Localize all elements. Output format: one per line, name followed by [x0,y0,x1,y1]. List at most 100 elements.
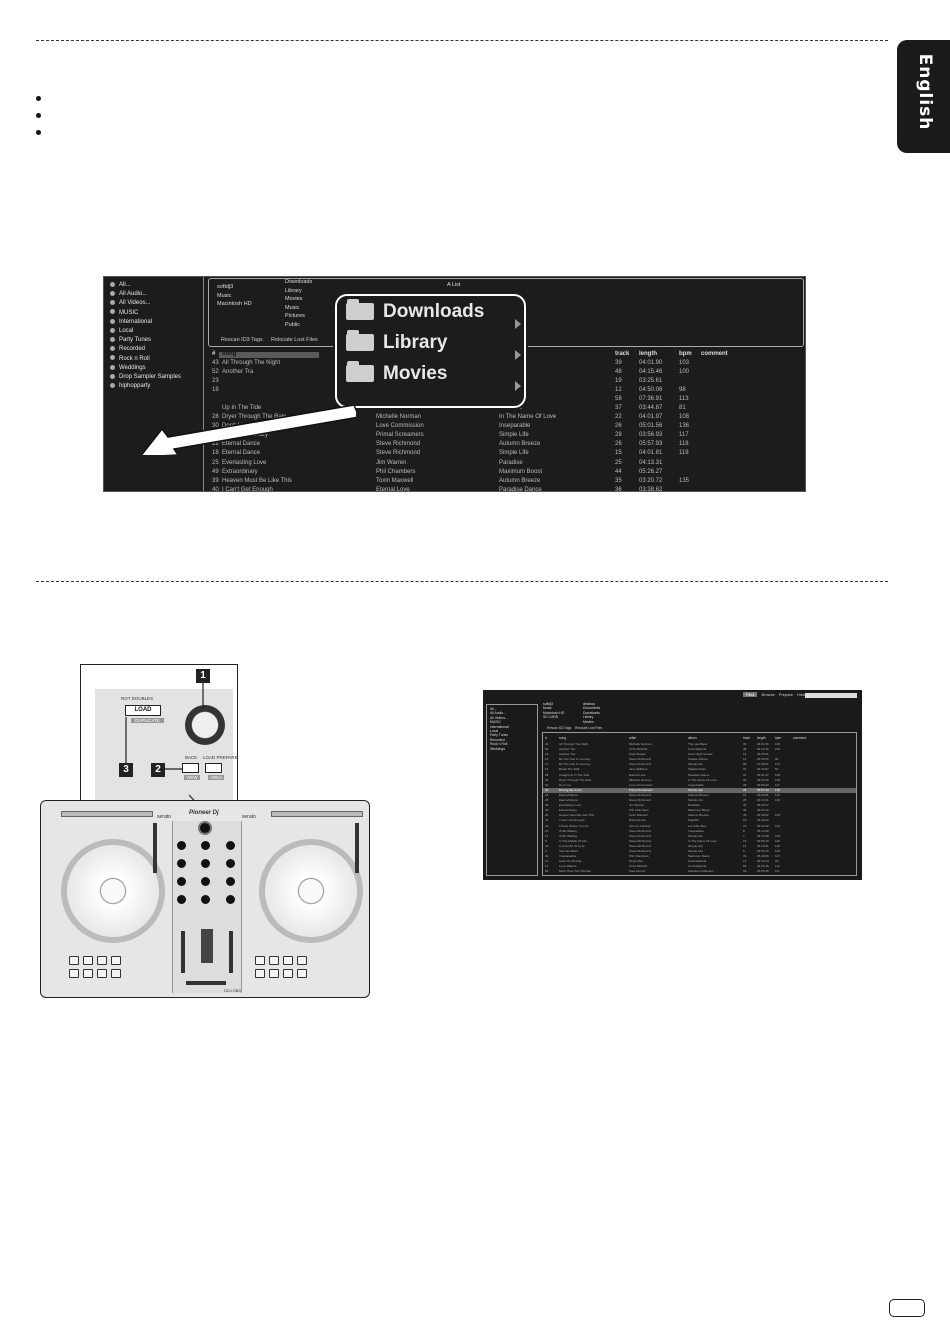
load-prepare-button[interactable] [205,763,222,773]
col-header[interactable]: comment [793,736,807,740]
crate-item[interactable]: All... [490,707,497,711]
crate-item[interactable]: All Audio... [490,711,507,716]
crate-item[interactable]: International [104,318,203,327]
col-header-length[interactable]: length [639,351,657,357]
tab-files[interactable]: Files [743,692,758,697]
col-header[interactable]: track [743,736,750,740]
tab-history[interactable]: History [797,692,810,697]
crate-item[interactable]: hiphopparty [104,382,203,391]
performance-pad[interactable] [269,969,279,978]
crate-item[interactable]: MUSIC [104,309,203,318]
browser-item[interactable]: Downloads [285,279,313,285]
left-pitch-fader[interactable] [153,823,157,873]
performance-pad[interactable] [255,969,265,978]
right-pitch-fader[interactable] [355,823,359,873]
eq-knob[interactable] [201,877,210,886]
crate-item[interactable]: All Audio... [104,290,203,299]
eq-knob[interactable] [226,841,235,850]
crate-item[interactable]: Local [104,327,203,336]
crossfader[interactable] [186,981,226,985]
col-header-comment[interactable]: comment [701,351,728,357]
browser-item[interactable]: SD CARD [543,715,559,720]
browser-item[interactable]: Library [285,287,302,294]
zoom-row[interactable]: Downloads [337,296,524,327]
zoom-row[interactable]: Library [337,327,524,358]
browser-item[interactable]: Downloads [583,710,600,715]
browser-item[interactable]: Macintosh HD [543,710,565,715]
browser-item[interactable]: Movies [583,719,594,724]
crate-item[interactable]: MUSIC [490,720,501,725]
browser-item[interactable]: Movies [285,296,303,303]
left-jog-wheel[interactable] [61,839,165,943]
browser-item[interactable]: A List [447,282,461,288]
performance-pad[interactable] [69,956,79,965]
performance-pad[interactable] [83,969,93,978]
eq-knob[interactable] [226,877,235,886]
rescan-id3-button[interactable]: Rescan ID3 Tags [221,337,263,343]
right-jog-wheel[interactable] [259,839,363,943]
eq-knob[interactable] [201,841,210,850]
browse-knob[interactable] [198,821,212,835]
col-header[interactable]: song [559,736,566,740]
performance-pad[interactable] [83,956,93,965]
performance-pad[interactable] [283,956,293,965]
rescan-id3-button[interactable]: Rescan ID3 Tags [547,726,572,730]
crate-item[interactable]: Drop Sampler Samples [104,373,203,382]
browser-item[interactable]: Music [543,706,552,711]
col-header-song[interactable]: song [222,351,237,357]
browser-item[interactable]: Macintosh HD [217,301,252,308]
crate-item[interactable]: Rock n Roll [490,742,508,747]
browser-item[interactable]: softdj3 [543,702,553,706]
eq-knob[interactable] [201,895,210,904]
rotary-selector-knob[interactable] [185,705,225,745]
tab-browse[interactable]: Browse [761,692,775,697]
channel-fader-left[interactable] [181,931,185,973]
crate-item[interactable]: Weddings [104,364,203,373]
browser-item[interactable]: Pictures [285,313,305,320]
col-header-bpm[interactable]: bpm [679,351,692,357]
eq-knob[interactable] [226,895,235,904]
eq-knob[interactable] [201,859,210,868]
crate-item[interactable]: Party Tunes [490,733,509,738]
performance-pad[interactable] [97,956,107,965]
performance-pad[interactable] [69,969,79,978]
performance-pad[interactable] [255,956,265,965]
crate-item[interactable]: All Videos... [104,299,203,308]
browser-item[interactable]: Music [285,304,300,311]
performance-pad[interactable] [111,956,121,965]
crate-item[interactable]: Weddings [490,746,506,751]
back-button[interactable] [182,763,199,773]
eq-knob[interactable] [226,859,235,868]
crate-item[interactable]: International [490,724,509,729]
browser-item[interactable]: Music [217,292,232,299]
load-button[interactable]: LOAD [125,705,161,716]
col-header[interactable]: length [757,736,766,740]
performance-pad[interactable] [297,969,307,978]
crate-item[interactable]: Recorded [490,737,505,742]
crate-item[interactable]: All Videos... [490,715,508,720]
browser-item[interactable]: Library [583,715,594,720]
browser-item[interactable]: Public [285,321,300,328]
channel-fader-right[interactable] [229,931,233,973]
browser-item[interactable]: Documents [583,706,601,711]
